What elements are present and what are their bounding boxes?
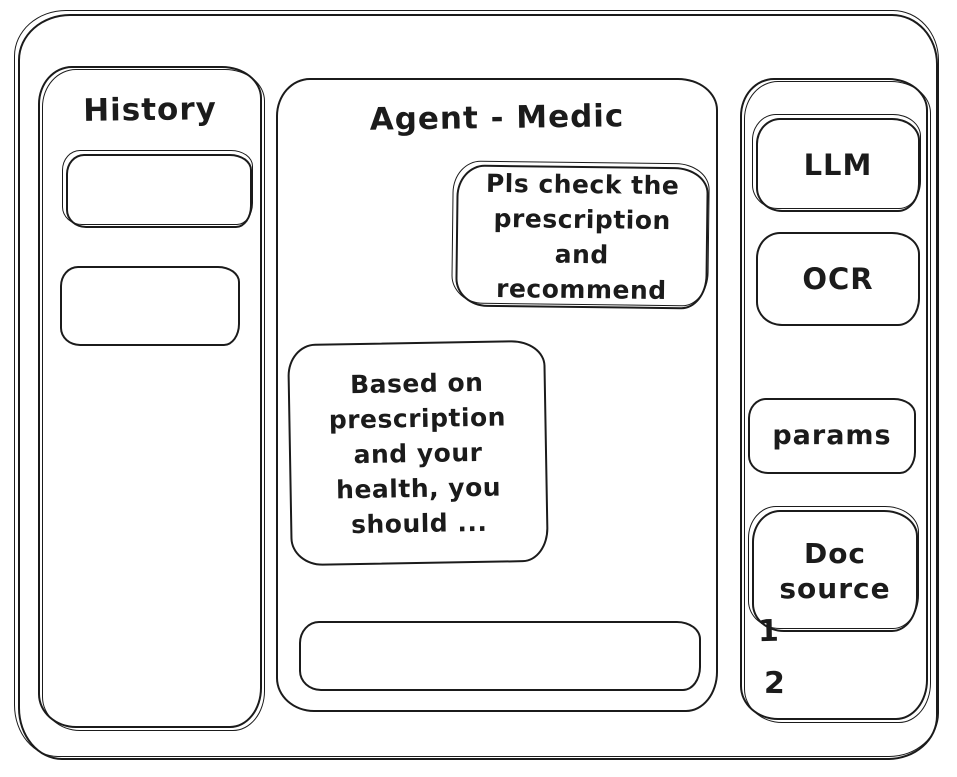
ocr-button[interactable]: OCR <box>756 232 920 326</box>
doc-source-button[interactable]: Doc source <box>748 506 919 632</box>
chat-panel: Agent - Medic Pls check the prescription… <box>276 78 718 712</box>
app-frame: History Agent - Medic Pls check the pres… <box>14 10 939 760</box>
history-item[interactable] <box>60 266 240 346</box>
doc-source-item-1[interactable]: 1 <box>757 613 780 650</box>
params-button[interactable]: params <box>748 398 916 474</box>
history-panel: History <box>38 66 265 731</box>
tools-panel: LLM OCR params Doc source 1 2 <box>740 78 931 723</box>
user-message-bubble: Pls check the prescription and recommend <box>455 164 709 310</box>
history-item[interactable] <box>62 150 253 228</box>
doc-source-item-2[interactable]: 2 <box>763 665 786 702</box>
chat-title: Agent - Medic <box>369 98 625 138</box>
history-title: History <box>82 91 218 129</box>
llm-button[interactable]: LLM <box>752 114 921 212</box>
message-input[interactable] <box>299 621 701 691</box>
assistant-message-bubble: Based on prescription and your health, y… <box>287 339 549 567</box>
